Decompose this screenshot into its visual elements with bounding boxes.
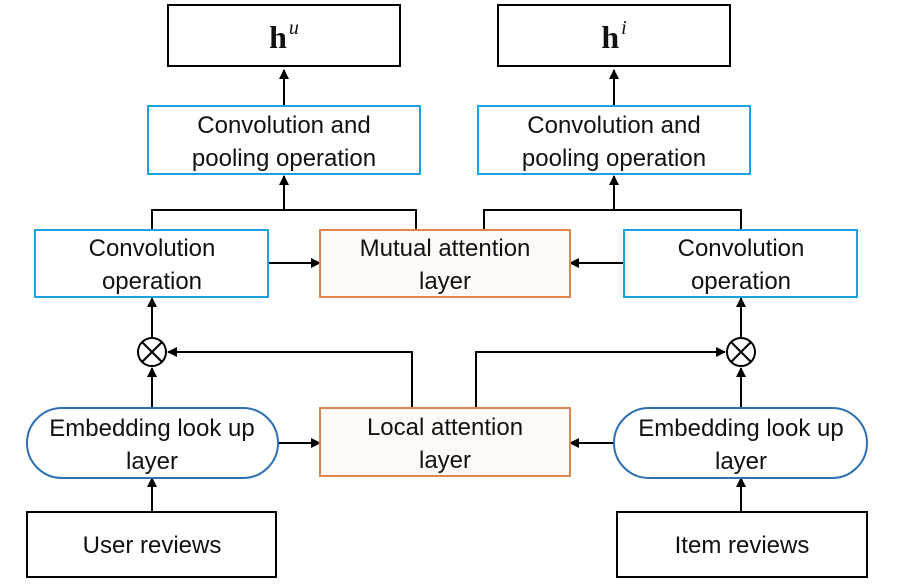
pooling-item-line2: pooling operation: [522, 145, 706, 172]
pooling-user-line1: Convolution and: [197, 112, 370, 139]
output-user-superscript: u: [289, 17, 299, 39]
svg-text:hi: hi: [601, 17, 626, 55]
item-reviews-label: Item reviews: [675, 532, 810, 559]
pooling-item-line1: Convolution and: [527, 112, 700, 139]
output-user-label: h: [269, 19, 287, 55]
embedding-user-line1: Embedding look up: [49, 415, 254, 442]
embedding-item-line1: Embedding look up: [638, 415, 843, 442]
circled-times-icon: [726, 337, 756, 367]
embedding-user-box: Embedding look up layer: [26, 407, 279, 479]
local-attention-box: Local attention layer: [319, 407, 571, 477]
output-item-superscript: i: [621, 17, 627, 39]
conv-user-box: Convolution operation: [34, 229, 269, 298]
local-attention-line1: Local attention: [367, 414, 523, 441]
conv-user-line2: operation: [102, 268, 202, 295]
connectors: [147, 69, 746, 512]
arrow-local-to-mult-item: [475, 347, 726, 408]
conv-item-line1: Convolution: [678, 235, 805, 262]
mutual-attention-line2: layer: [419, 268, 471, 295]
output-item-label: h: [601, 19, 619, 55]
conv-item-box: Convolution operation: [623, 229, 858, 298]
local-attention-line2: layer: [419, 447, 471, 474]
pooling-user-box: Convolution and pooling operation: [147, 105, 421, 175]
embedding-item-line2: layer: [715, 448, 767, 475]
bracket-item-merge: [483, 209, 742, 230]
user-reviews-label: User reviews: [83, 532, 222, 559]
pooling-user-line2: pooling operation: [192, 145, 376, 172]
circled-times-icon: [137, 337, 167, 367]
embedding-item-box: Embedding look up layer: [613, 407, 868, 479]
bracket-user-merge: [151, 209, 417, 230]
item-reviews-box: Item reviews: [616, 511, 868, 578]
mutual-attention-line1: Mutual attention: [360, 235, 531, 262]
mutual-attention-box: Mutual attention layer: [319, 229, 571, 298]
conv-user-line1: Convolution: [89, 235, 216, 262]
arrow-local-to-mult-user: [167, 347, 413, 408]
svg-text:hu: hu: [269, 17, 299, 55]
conv-item-line2: operation: [691, 268, 791, 295]
embedding-user-line2: layer: [126, 448, 178, 475]
user-reviews-box: User reviews: [26, 511, 277, 578]
pooling-item-box: Convolution and pooling operation: [477, 105, 751, 175]
